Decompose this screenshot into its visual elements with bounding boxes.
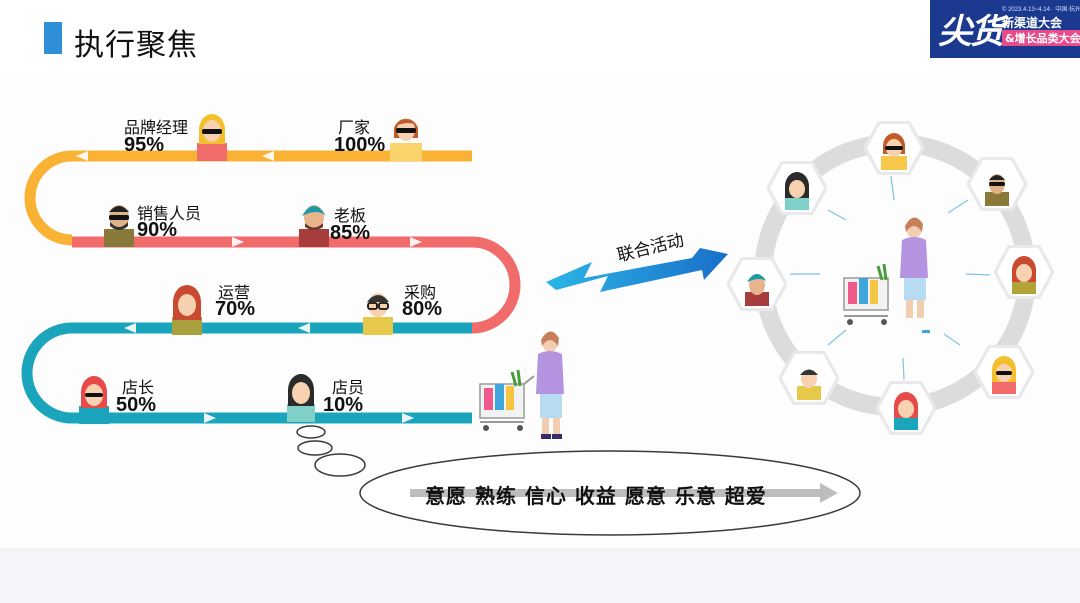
event-logo: 尖货 © 2023.4.13~4.14 · 中国·杭州 新渠道大会 &增长品类大… xyxy=(930,0,1080,58)
avatar-chang-jia xyxy=(390,118,422,161)
avatar-clerk xyxy=(287,374,315,422)
avatar-boss xyxy=(299,205,329,247)
station-label-store-manager: 店长 xyxy=(122,378,155,397)
station-percent-purchasing: 80% xyxy=(402,298,443,320)
logo-date: © 2023.4.13~4.14 · 中国·杭州 xyxy=(1002,7,1080,13)
logo-line-1: 新渠道大会 xyxy=(1002,16,1063,30)
page-title: 执行聚焦 xyxy=(74,28,198,63)
path-arrows xyxy=(76,151,422,423)
title-accent-bar xyxy=(44,22,62,54)
avatar-operations xyxy=(172,285,202,335)
station-label-operations: 运营 xyxy=(218,283,251,302)
attitude-progression-text: 意愿 熟练 信心 收益 愿意 乐意 超爱 xyxy=(425,484,767,508)
avatar-purchasing xyxy=(363,293,393,335)
joint-activity-arrow xyxy=(546,248,728,292)
station-label-manufacturer: 厂家 xyxy=(338,118,371,137)
avatar-brand-manager xyxy=(197,114,227,161)
logo-script: 尖货 xyxy=(938,12,1004,52)
station-percent-operations: 70% xyxy=(215,298,256,320)
station-label-boss: 老板 xyxy=(334,206,367,225)
station-label-purchasing: 采购 xyxy=(404,283,437,302)
avatar-sales xyxy=(104,205,134,247)
station-percent-store-manager: 50% xyxy=(116,394,157,416)
logo-line-2: &增长品类大会 xyxy=(1002,30,1080,46)
station-percent-clerk: 10% xyxy=(323,394,364,416)
journey-path xyxy=(21,150,521,424)
shopper-illustration xyxy=(479,331,564,439)
station-percent-manufacturer: 100% xyxy=(334,134,386,156)
station-percent-sales: 90% xyxy=(137,219,178,241)
hex-avatars xyxy=(727,121,1054,435)
footer-band xyxy=(0,548,1080,603)
station-label-sales: 销售人员 xyxy=(137,204,202,223)
station-percent-boss: 85% xyxy=(330,222,371,244)
station-label-brand-manager: 品牌经理 xyxy=(124,118,189,137)
bubble-arrow xyxy=(410,483,838,503)
avatar-store-manager xyxy=(79,376,109,424)
station-label-clerk: 店员 xyxy=(332,378,365,397)
station-percent-brand-manager: 95% xyxy=(124,134,165,156)
center-shopper xyxy=(843,217,930,333)
